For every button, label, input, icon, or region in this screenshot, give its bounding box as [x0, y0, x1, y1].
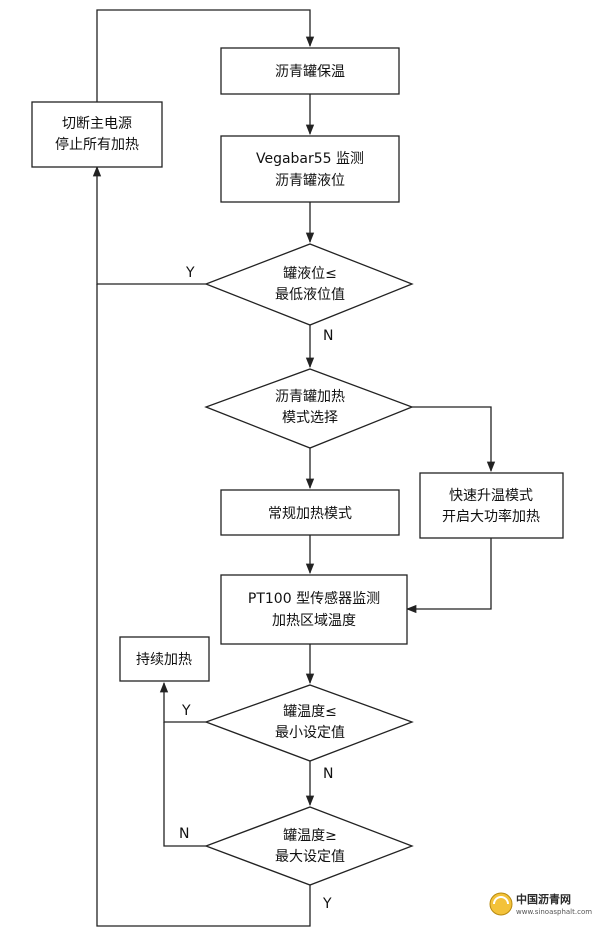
- max-yes-label: Y: [322, 896, 332, 912]
- watermark-name: 中国沥青网: [516, 892, 571, 906]
- watermark-url: www.sinoasphalt.com: [516, 908, 592, 916]
- max-temp-check-label-1: 罐温度≥: [283, 828, 337, 844]
- normal-mode-label: 常规加热模式: [268, 506, 352, 522]
- min-temp-check-diamond: [204, 684, 414, 762]
- max-temp-check-label-2: 最大设定值: [275, 849, 345, 865]
- cutoff-label-2: 停止所有加热: [55, 136, 139, 153]
- mode-select-label-1: 沥青罐加热: [275, 389, 345, 405]
- normal-mode-box: [220, 489, 400, 536]
- insulate-box: [220, 47, 400, 95]
- edge-cutoff-to-insulate: [96, 9, 315, 102]
- keep-heating-box: [119, 636, 210, 682]
- watermark: 中国沥青网 www.sinoasphalt.com: [489, 892, 592, 916]
- level-yes-label: Y: [185, 265, 195, 281]
- edge-fast-to-monitor-temp: [405, 538, 492, 614]
- keep-heating-label: 持续加热: [136, 651, 192, 668]
- monitor-temp-label-1: PT100 型传感器监测: [248, 590, 380, 607]
- min-no-label: N: [323, 766, 333, 782]
- level-check-label-2: 最低液位值: [275, 287, 345, 303]
- edge-max-yes-to-cutoff: [96, 284, 311, 927]
- min-temp-check-label-1: 罐温度≤: [283, 704, 337, 720]
- fast-mode-box: [419, 472, 564, 539]
- fast-mode-label-1: 快速升温模式: [449, 488, 533, 504]
- level-check-label-1: 罐液位≤: [283, 266, 337, 282]
- max-temp-check-diamond: [204, 806, 414, 886]
- fast-mode-label-2: 开启大功率加热: [442, 508, 540, 525]
- edge-max-no-to-keep-heating: [163, 722, 206, 847]
- mode-select-diamond: [204, 368, 414, 449]
- min-yes-label: Y: [181, 703, 191, 719]
- monitor-temp-box: [220, 574, 408, 645]
- max-no-label: N: [179, 826, 189, 842]
- level-check-diamond: [204, 243, 414, 326]
- edge-mode-to-fast: [412, 406, 496, 473]
- cutoff-box: [31, 101, 163, 168]
- min-temp-check-label-2: 最小设定值: [275, 725, 345, 741]
- level-no-label: N: [323, 328, 333, 344]
- insulate-label: 沥青罐保温: [275, 64, 345, 80]
- monitor-level-label-2: 沥青罐液位: [275, 173, 345, 189]
- monitor-level-box: [220, 135, 400, 203]
- cutoff-label-1: 切断主电源: [62, 116, 132, 132]
- mode-select-label-2: 模式选择: [282, 410, 338, 426]
- monitor-level-label-1: Vegabar55 监测: [256, 151, 364, 167]
- monitor-temp-label-2: 加热区域温度: [272, 613, 356, 629]
